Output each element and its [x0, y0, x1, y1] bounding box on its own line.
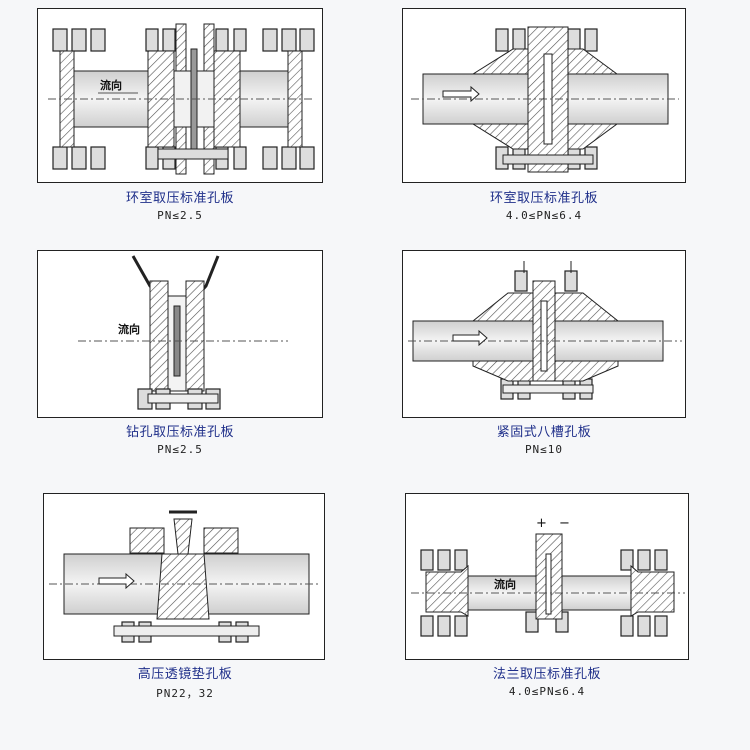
diagram-frame — [402, 250, 686, 418]
diagram-frame — [43, 493, 325, 660]
pressure-rating: PN≤2.5 — [157, 443, 203, 456]
diagram-caption: 紧固式八槽孔板 — [496, 425, 592, 440]
orifice-plate-drawing: 流向 — [48, 23, 315, 175]
diagram-frame — [402, 8, 686, 183]
orifice-plate-drawing: + − 流向 — [411, 516, 685, 637]
pressure-rating: PN≤2.5 — [157, 209, 203, 222]
orifice-plate-drawing — [411, 26, 679, 173]
orifice-plate-drawing: 流向 — [78, 255, 288, 410]
orifice-plate-drawing — [49, 510, 321, 643]
plus-sign: + — [536, 516, 547, 531]
diagram-caption: 环室取压标准孔板 — [125, 191, 234, 206]
diagram-frame: 流向 — [37, 8, 323, 183]
diagram-caption: 钻孔取压标准孔板 — [125, 425, 234, 440]
minus-sign: − — [559, 516, 570, 531]
pressure-rating: 4.0≤PN≤6.4 — [505, 209, 583, 222]
diagram-caption: 法兰取压标准孔板 — [492, 667, 601, 682]
diagram-frame: + − 流向 — [405, 493, 689, 660]
flow-direction-label: 流向 — [100, 78, 122, 92]
diagram-caption: 环室取压标准孔板 — [489, 191, 598, 206]
pressure-rating: PN≤10 — [524, 443, 564, 456]
diagram-caption: 高压透镜垫孔板 — [137, 667, 233, 682]
flow-direction-label: 流向 — [118, 322, 140, 336]
flow-direction-label: 流向 — [494, 577, 516, 591]
diagram-frame: 流向 — [37, 250, 323, 418]
orifice-plate-drawing — [408, 261, 682, 400]
pressure-rating: PN22，32 — [156, 687, 214, 700]
pressure-rating: 4.0≤PN≤6.4 — [508, 685, 586, 698]
